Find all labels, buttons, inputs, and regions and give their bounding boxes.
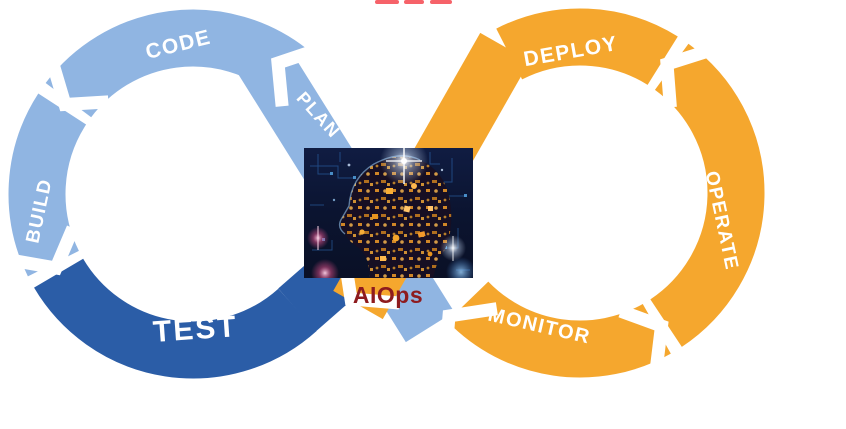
circuit-brain-head	[338, 155, 452, 278]
deploy-operate-separator-chevron	[660, 44, 711, 108]
lens-flare	[311, 259, 339, 278]
build-arc-segment	[8, 93, 87, 277]
cropped-title-fragments	[375, 0, 452, 4]
lens-flares	[307, 148, 473, 278]
code-build-separator-chevron	[46, 61, 109, 112]
test-arc-segment	[34, 258, 317, 379]
monitor-arc-segment	[447, 281, 671, 378]
operate-monitor-separator-chevron	[618, 305, 669, 370]
test-label: TEST	[152, 310, 239, 349]
deploy-arc-segment	[496, 8, 678, 86]
operate-arc-segment	[649, 43, 765, 347]
lens-flare	[446, 257, 473, 278]
monitor-plan-separator-chevron	[438, 302, 498, 365]
head-icon-accents	[359, 183, 433, 261]
aiops-label: AIOps	[353, 282, 423, 308]
aiops-photo	[304, 148, 473, 278]
build-test-separator-chevron	[12, 225, 79, 276]
plan-code-separator-chevron	[271, 43, 322, 107]
